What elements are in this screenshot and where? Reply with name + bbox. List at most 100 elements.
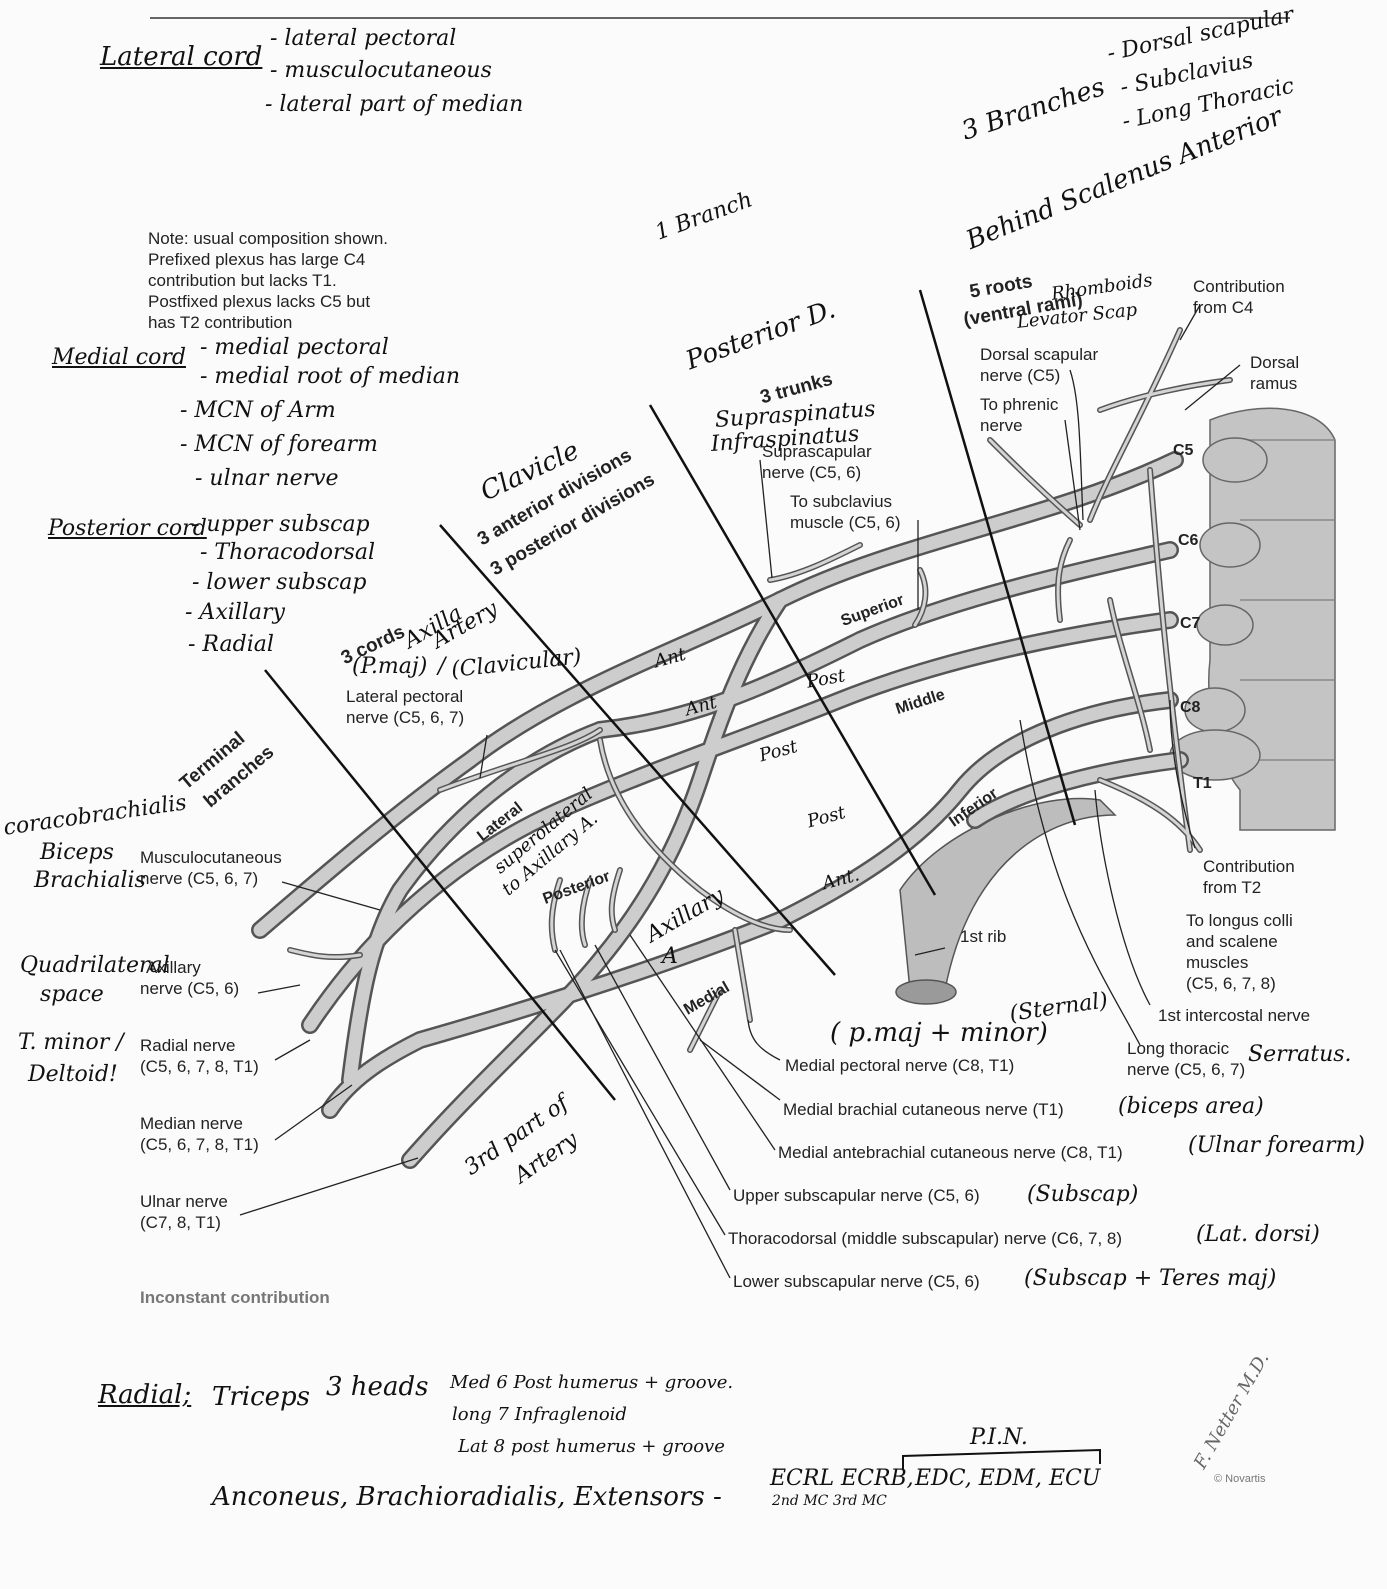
hw-triceps: Triceps <box>212 1382 311 1412</box>
lower-subscapular-label: Lower subscapular nerve (C5, 6) <box>733 1272 980 1291</box>
copyright: © Novartis <box>1214 1473 1266 1485</box>
hw-axillary-a-2: A <box>662 944 678 969</box>
hw-space: space <box>40 982 104 1007</box>
long-thoracic-label-2: nerve (C5, 6, 7) <box>1127 1060 1246 1079</box>
nerves <box>251 327 1233 1169</box>
hw-three-heads: 3 heads <box>326 1372 429 1402</box>
root-c7-label: C7 <box>1180 615 1201 632</box>
median-label: Median nerve <box>140 1114 244 1133</box>
to-phrenic-label: To phrenic <box>980 395 1059 414</box>
hw-radial-title: Radial; <box>98 1380 192 1410</box>
root-c6-label: C6 <box>1178 532 1199 549</box>
upper-subscapular-label: Upper subscapular nerve (C5, 6) <box>733 1186 980 1205</box>
longus-colli-label-2: and scalene <box>1186 932 1278 951</box>
dorsal-ramus-label: Dorsal <box>1250 353 1300 372</box>
first-rib-cut <box>895 979 957 1005</box>
inconstant-label: Inconstant contribution <box>140 1288 330 1307</box>
note-line-5: has T2 contribution <box>148 313 293 332</box>
root-t1-label: T1 <box>1193 775 1212 792</box>
hw-head-long: long 7 Infraglenoid <box>452 1404 627 1425</box>
note-line-4: Postfixed plexus lacks C5 but <box>148 292 371 311</box>
hw-biceps-area: (biceps area) <box>1118 1094 1264 1119</box>
hw-lateral-cord-item-3: - lateral part of median <box>265 92 524 117</box>
hw-posterior-cord-item-1: - upper subscap <box>192 512 370 537</box>
dorsal-scapular-label: Dorsal scapular <box>980 345 1099 364</box>
longus-colli-label: To longus colli <box>1186 911 1293 930</box>
hw-medial-cord-item-5: - ulnar nerve <box>195 466 339 491</box>
hw-posterior-cord-item-4: - Axillary <box>185 600 285 625</box>
hw-serratus: Serratus. <box>1248 1042 1352 1067</box>
dorsal-scapular-label-2: nerve (C5) <box>980 366 1061 385</box>
root-c8-label: C8 <box>1180 699 1201 716</box>
hw-ulnar-forearm: (Ulnar forearm) <box>1188 1133 1365 1158</box>
vertebral-column <box>1169 407 1336 831</box>
hw-quadrilateral: Quadrilateral <box>20 953 170 978</box>
medial-pectoral-label: Medial pectoral nerve (C8, T1) <box>785 1056 1015 1075</box>
medial-antebrachial-label: Medial antebrachial cutaneous nerve (C8,… <box>778 1143 1123 1162</box>
hw-medial-cord-item-3: - MCN of Arm <box>180 398 336 423</box>
first-rib <box>899 797 1117 991</box>
root-c5-label: C5 <box>1173 442 1194 459</box>
division-lines <box>264 289 1077 1101</box>
hw-posterior-cord-item-2: - Thoracodorsal <box>200 540 376 565</box>
ulnar-label: Ulnar nerve <box>140 1192 228 1211</box>
radial-label: Radial nerve <box>140 1036 236 1055</box>
hw-bottom-line: Anconeus, Brachioradialis, Extensors - <box>212 1482 722 1512</box>
thoracodorsal-label: Thoracodorsal (middle subscapular) nerve… <box>728 1229 1123 1248</box>
ulnar-label-2: (C7, 8, T1) <box>140 1213 221 1232</box>
longus-colli-label-3: muscles <box>1186 953 1249 972</box>
median-label-2: (C5, 6, 7, 8, T1) <box>140 1135 259 1154</box>
hw-subscap: (Subscap) <box>1027 1182 1139 1207</box>
hw-subscap-teres: (Subscap + Teres maj) <box>1024 1266 1277 1291</box>
hw-pmaj-slash: / <box>438 654 446 679</box>
hw-medial-cord-item-4: - MCN of forearm <box>180 432 378 457</box>
hw-head-lateral: Lat 8 post humerus + groove <box>458 1436 725 1457</box>
hw-head-medial: Med 6 Post humerus + groove. <box>450 1372 734 1393</box>
dorsal-ramus-label-2: ramus <box>1250 374 1298 393</box>
musculocutaneous-label-2: nerve (C5, 6, 7) <box>140 869 259 888</box>
hw-medial-cord-title: Medial cord <box>52 345 186 370</box>
hw-lat-dorsi: (Lat. dorsi) <box>1196 1222 1320 1247</box>
contribution-c4-label-2: from C4 <box>1193 298 1254 317</box>
note-line-1: Note: usual composition shown. <box>148 229 389 248</box>
first-intercostal-label: 1st intercostal nerve <box>1158 1006 1311 1025</box>
hw-lateral-cord-item-1: - lateral pectoral <box>270 26 457 51</box>
contribution-c4-label: Contribution <box>1193 277 1285 296</box>
lateral-pectoral-label-2: nerve (C5, 6, 7) <box>346 708 465 727</box>
to-subclavius-label-2: muscle (C5, 6) <box>790 513 901 532</box>
contribution-t2-label-2: from T2 <box>1203 878 1262 897</box>
leader-lines <box>239 304 1241 1279</box>
axillary-label-2: nerve (C5, 6) <box>140 979 240 998</box>
hw-biceps: Biceps <box>40 840 114 865</box>
contribution-t2-label: Contribution <box>1203 857 1295 876</box>
musculocutaneous-label: Musculocutaneous <box>140 848 282 867</box>
hw-medial-cord-item-1: - medial pectoral <box>200 335 389 360</box>
lateral-pectoral-label: Lateral pectoral <box>346 687 464 706</box>
note-line-2: Prefixed plexus has large C4 <box>148 250 366 269</box>
radial-label-2: (C5, 6, 7, 8, T1) <box>140 1057 259 1076</box>
hw-pmaj: (P.maj) <box>352 654 428 679</box>
hw-lateral-cord-title: Lateral cord <box>100 42 263 72</box>
to-subclavius-label: To subclavius <box>790 492 893 511</box>
suprascapular-label-2: nerve (C5, 6) <box>762 463 862 482</box>
hw-pin: P.I.N. <box>970 1425 1028 1450</box>
hw-posterior-cord-title: Posterior cord <box>48 516 207 541</box>
hw-deltoid: Deltoid! <box>28 1062 118 1087</box>
hw-ecrl: ECRL ECRB, <box>770 1466 914 1491</box>
hw-posterior-cord-item-3: - lower subscap <box>192 570 367 595</box>
axillary-label: Axillary <box>146 958 201 977</box>
hw-posterior-cord-item-5: - Radial <box>188 632 274 657</box>
hw-t-minor: T. minor / <box>18 1030 124 1055</box>
longus-colli-label-4: (C5, 6, 7, 8) <box>1186 974 1276 993</box>
suprascapular-label: Suprascapular <box>762 442 872 461</box>
to-phrenic-label-2: nerve <box>980 416 1023 435</box>
hw-medial-cord-item-2: - medial root of median <box>200 364 461 389</box>
hw-ecrl-sub: 2nd MC 3rd MC <box>772 1493 887 1509</box>
first-rib-label: 1st rib <box>960 927 1007 946</box>
hw-edc: EDC, EDM, ECU <box>915 1466 1101 1491</box>
hw-brachialis: Brachialis <box>34 868 146 893</box>
hw-pmaj-minor: ( p.maj + minor) <box>830 1018 1048 1048</box>
